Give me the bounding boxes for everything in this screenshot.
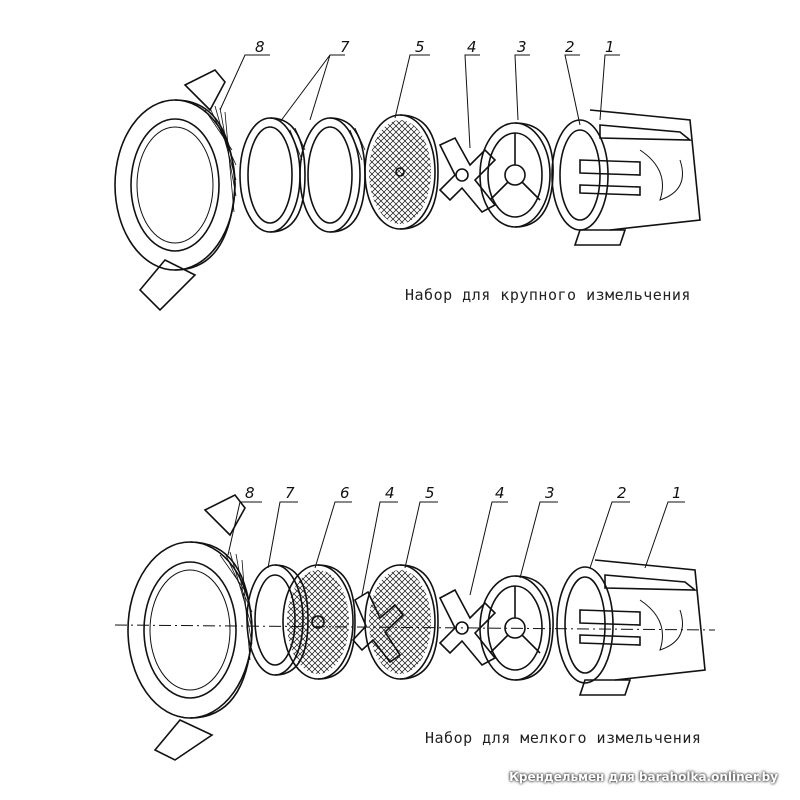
- bottom-part-6-fine-grate: [282, 564, 356, 680]
- top-label-3: 3: [517, 38, 527, 56]
- bottom-label-1: 1: [672, 484, 682, 502]
- bottom-label-2: 2: [617, 484, 627, 502]
- top-label-1: 1: [605, 38, 615, 56]
- bottom-label-3: 3: [545, 484, 555, 502]
- top-label-7: 7: [340, 38, 350, 56]
- bottom-assembly: 8 7 6 4 5 4 3 2 1 Набор для мелкого изме…: [114, 484, 716, 761]
- bottom-part-5-grate: [364, 564, 439, 680]
- top-leader-lines: [219, 54, 620, 149]
- bottom-caption: Набор для мелкого измельчения: [425, 729, 701, 747]
- top-part-5-grate: [364, 114, 439, 230]
- top-label-2: 2: [565, 38, 575, 56]
- top-assembly: 8 7 5 4 3 2 1 Набор для крупного измельч…: [114, 38, 701, 312]
- bottom-label-4a: 4: [385, 484, 395, 502]
- bottom-part-4-knife-b: [438, 588, 497, 667]
- bottom-label-5: 5: [425, 484, 435, 502]
- top-label-8: 8: [255, 38, 265, 56]
- bottom-part-8-nut: [127, 493, 253, 761]
- bottom-part-2-ring: [556, 566, 614, 684]
- watermark: Крендельмен для baraholka.onliner.by: [509, 770, 778, 784]
- bottom-label-7: 7: [285, 484, 295, 502]
- bottom-label-6: 6: [340, 484, 350, 502]
- bottom-part-3-grille: [479, 575, 554, 681]
- top-label-5: 5: [415, 38, 425, 56]
- bottom-part-1-auger: [578, 559, 706, 696]
- bottom-axis-line: [114, 624, 716, 631]
- bottom-label-8: 8: [245, 484, 255, 502]
- top-caption: Набор для крупного измельчения: [405, 286, 691, 304]
- bottom-label-4b: 4: [495, 484, 505, 502]
- top-part-4-knife: [438, 136, 497, 214]
- top-part-8-nut: [114, 69, 237, 312]
- bottom-leader-lines: [227, 501, 685, 596]
- top-label-4: 4: [467, 38, 477, 56]
- top-part-7-rings: [239, 117, 366, 233]
- top-part-1-auger: [573, 109, 701, 246]
- top-part-3-grille: [479, 122, 554, 228]
